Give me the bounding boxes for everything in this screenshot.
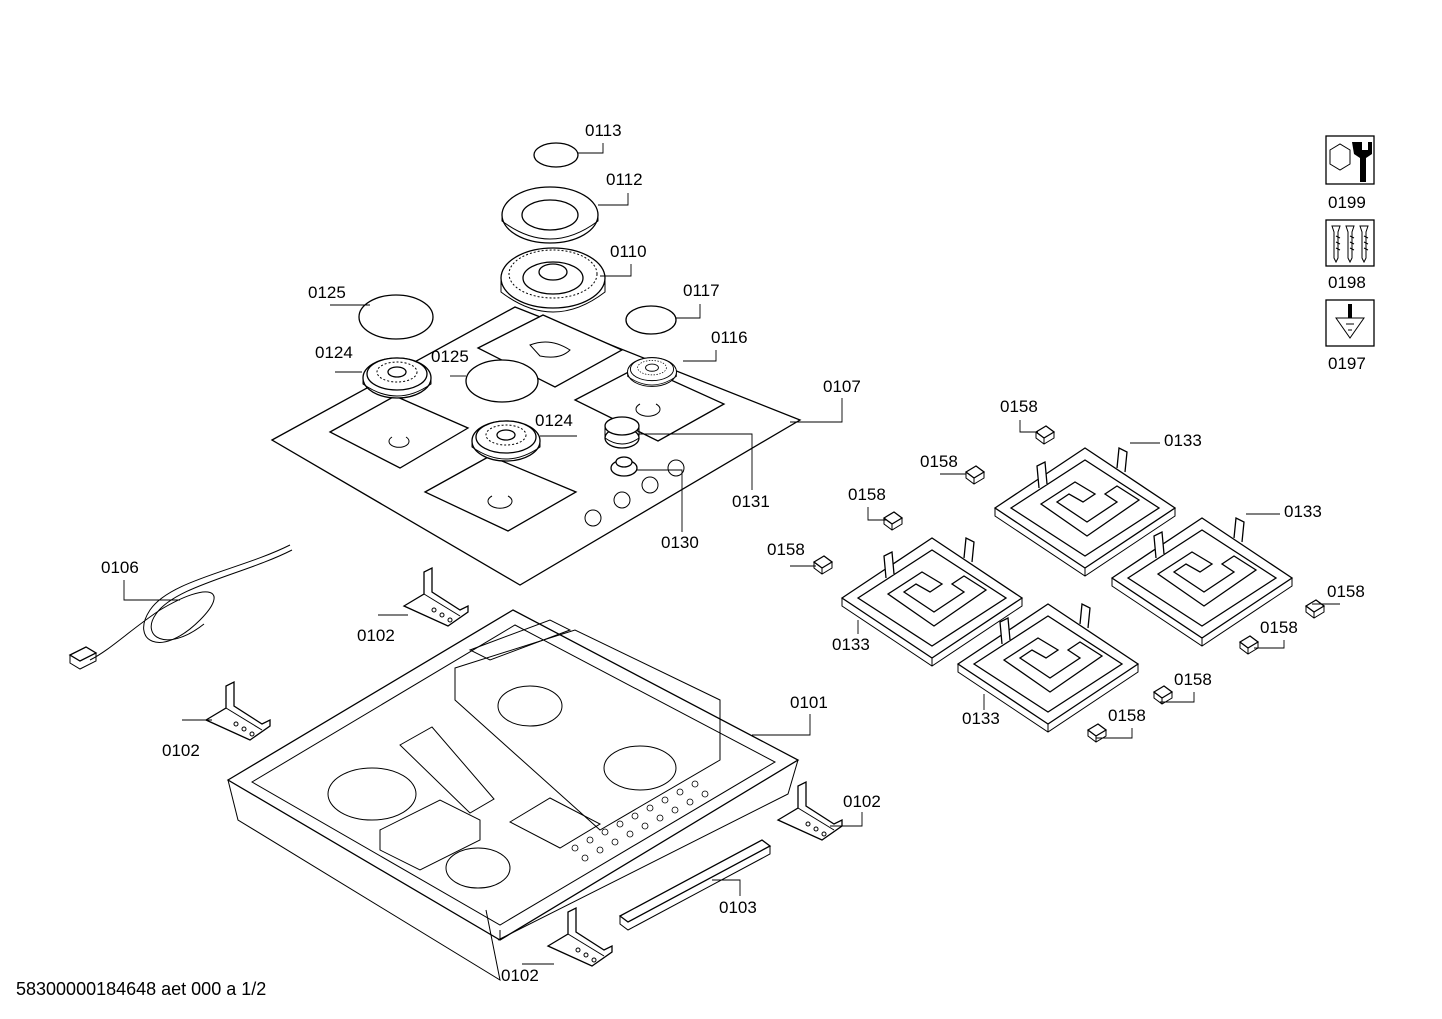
power-cable-0106	[68, 544, 293, 670]
burner-0124-left	[362, 357, 432, 399]
label-0197: 0197	[1328, 354, 1366, 373]
knob-0131	[604, 416, 640, 449]
label-0158-a: 0158	[1000, 397, 1038, 416]
cap-0125-mid	[465, 359, 539, 403]
label-0110: 0110	[610, 242, 647, 261]
label-0158-e: 0158	[1327, 582, 1365, 601]
label-0158-h: 0158	[1108, 706, 1146, 725]
label-0158-b: 0158	[920, 452, 958, 471]
cap-0113	[533, 142, 579, 168]
label-0103: 0103	[719, 898, 757, 917]
bracket-0102-bottom	[547, 907, 613, 967]
clip-0158-g	[1153, 685, 1173, 705]
label-0124-left: 0124	[315, 343, 353, 362]
label-0131: 0131	[732, 492, 770, 511]
screws-icon	[1325, 219, 1375, 267]
label-0125-mid: 0125	[431, 347, 469, 366]
bracket-0102-right	[777, 781, 843, 841]
label-0116: 0116	[711, 328, 748, 347]
ring-0112	[501, 186, 599, 244]
clip-0158-b	[965, 465, 985, 485]
burner-0110	[500, 247, 606, 313]
label-0199: 0199	[1328, 193, 1366, 212]
label-0124-mid: 0124	[535, 411, 573, 430]
leader-lines	[123, 143, 1340, 965]
clip-0158-a	[1035, 425, 1055, 445]
label-0102-top: 0102	[357, 626, 395, 645]
burner-0116	[627, 357, 677, 387]
label-0133-b: 0133	[1284, 502, 1322, 521]
burner-0124-mid	[471, 420, 541, 462]
bracket-0102-top	[403, 567, 469, 627]
label-0107: 0107	[823, 377, 861, 396]
wrench-nut-icon	[1325, 135, 1375, 185]
label-0158-d: 0158	[767, 540, 805, 559]
label-0113: 0113	[585, 121, 622, 140]
clip-0158-e	[1305, 599, 1325, 619]
label-0125-left: 0125	[308, 283, 346, 302]
cap-0117	[625, 305, 677, 335]
label-0106: 0106	[101, 558, 139, 577]
label-0112: 0112	[606, 170, 643, 189]
label-0102-bottom: 0102	[501, 966, 539, 985]
label-0102-right: 0102	[843, 792, 881, 811]
label-0158-g: 0158	[1174, 670, 1212, 689]
lubricant-icon	[1325, 299, 1375, 347]
clip-0158-d	[813, 555, 833, 575]
label-0133-d: 0133	[962, 709, 1000, 728]
label-0101: 0101	[790, 693, 828, 712]
label-0198: 0198	[1328, 273, 1366, 292]
clip-0158-h	[1087, 723, 1107, 743]
label-0133-c: 0133	[832, 635, 870, 654]
label-0158-f: 0158	[1260, 618, 1298, 637]
cap-0125-left	[358, 294, 434, 340]
clip-0158-f	[1239, 635, 1259, 655]
label-0158-c: 0158	[848, 485, 886, 504]
housing-tray-0101	[226, 609, 800, 982]
label-0130: 0130	[661, 533, 699, 552]
drawing-code: 58300000184648 aet 000 a 1/2	[16, 979, 267, 999]
label-0102-left: 0102	[162, 741, 200, 760]
label-0133-a: 0133	[1164, 431, 1202, 450]
label-0117: 0117	[683, 281, 720, 300]
bracket-0102-left	[205, 681, 271, 741]
clip-0158-c	[883, 511, 903, 531]
seal-strip-0103	[618, 839, 772, 931]
knob-base-0130	[610, 456, 638, 477]
